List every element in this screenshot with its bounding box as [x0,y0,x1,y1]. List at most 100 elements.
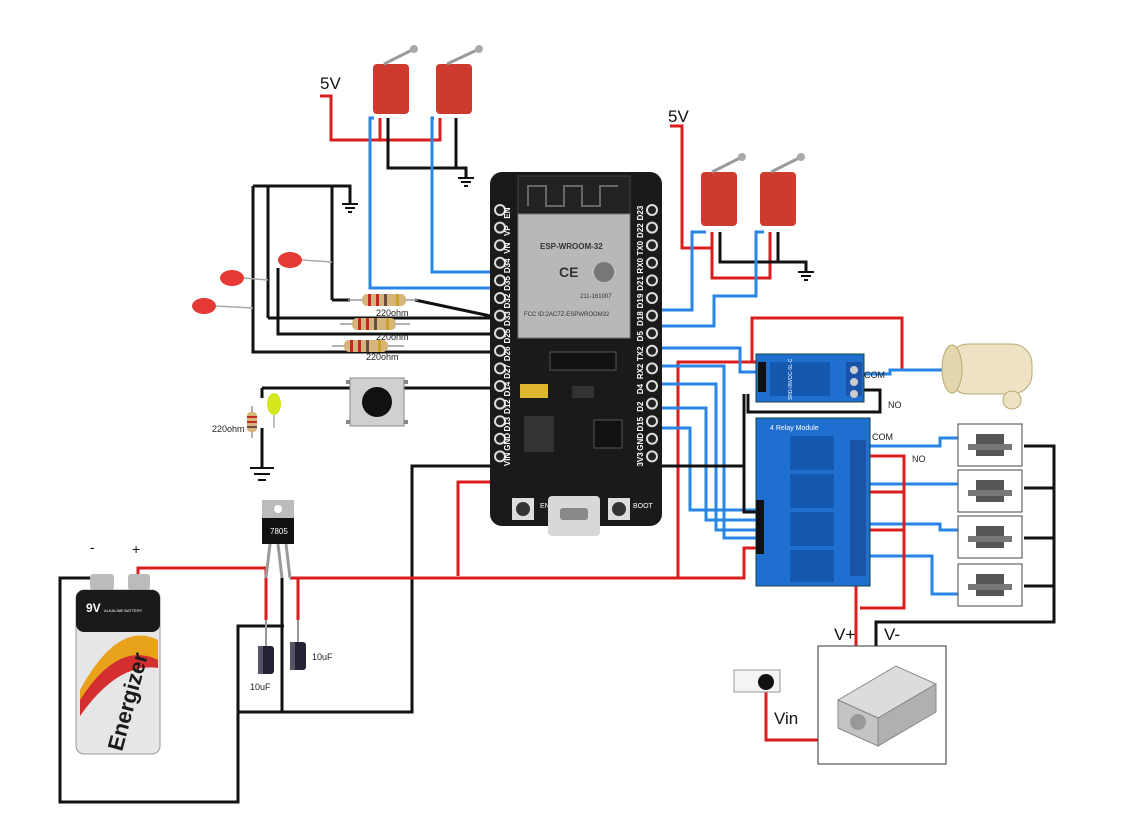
pin-label-left: GND [503,433,512,451]
limit-switch-icon [760,153,805,226]
label-220ohm-4: 220ohm [212,424,245,434]
label-com-2: COM [872,432,893,442]
resistor-icon [340,318,410,330]
pin-hole-left [494,327,506,340]
ground-icon [250,467,274,481]
pin-label-right: TX2 [636,346,645,361]
power-supply-icon [817,645,947,765]
solenoid-valve-icon [957,423,1023,467]
pin-label-right: D19 [636,293,645,308]
label-vin: Vin [774,709,798,728]
wire-gnd-right-switch [718,232,808,272]
pin-hole-left [494,380,506,392]
pin-hole-right [646,309,658,322]
label-vplus: V+ [834,625,855,644]
label-boot: BOOT [633,503,654,510]
ground-icon [458,177,474,187]
pin-label-right: D23 [636,205,645,220]
solenoid-valve-icon [957,563,1023,607]
pin-hole-left [494,274,506,287]
pin-hole-left [494,221,506,234]
pin-label-left: EN [503,207,512,218]
pin-label-left: VP [503,225,512,236]
wire-gnd-left-switch [386,118,468,178]
wire-5v-relay1 [676,360,760,578]
capacitor-icon [290,642,306,670]
wire-5v-right [670,124,714,250]
pin-hole-left [494,292,506,304]
label-en: EN [540,503,550,510]
pin-label-left: D34 [503,258,512,273]
wire-mains-vin [764,690,818,742]
pin-hole-right [646,204,658,216]
resistor-icon [247,406,257,438]
wire-r1-d32 [414,298,501,320]
wire-d2 [652,426,760,512]
wire-esp-gnd [238,464,500,714]
pin-label-left: D25 [503,328,512,343]
relay-module-title: 4 Relay Module [770,425,819,432]
pin-label-left: VIN [503,453,512,467]
pin-hole-left [494,397,506,410]
pin-hole-right [646,415,658,428]
pin-hole-left [494,239,506,252]
label-220ohm-2: 220ohm [376,332,409,342]
wire-tx2 [652,364,760,540]
pin-hole-left [494,309,506,322]
wire-pump-no [746,388,882,414]
pin-label-right: D2 [636,401,645,412]
pin-hole-right [646,380,658,392]
pin-label-left: D33 [503,311,512,326]
wire-pump-com [750,316,904,370]
pin-hole-left [494,256,506,269]
resistor-icon [348,294,418,306]
wire-relay-out-1 [866,436,962,448]
relay-module-4ch: 4 Relay Module [755,417,871,587]
pin-hole-right [646,450,658,463]
esp32-board: ESP-WROOM-32 CE 211-161007 FCC ID:2AC7Z-… [490,172,662,536]
wire-bat-pos [136,566,268,578]
ground-icon [798,271,814,281]
module-code: 211-161007 [580,294,612,300]
wire-switch-d19 [652,230,706,312]
led-red-icon [220,270,269,286]
wire-vminus [874,444,1056,648]
pin-label-left: D14 [503,381,512,396]
push-button[interactable] [346,377,408,427]
wire-5v-left-2 [380,118,442,142]
pin-label-left: D35 [503,276,512,291]
wire-pump-to-motor [860,368,950,376]
pin-hole-right [646,256,658,269]
pin-label-left: D13 [503,416,512,431]
label-5v-left: 5V [320,74,341,93]
wire-switch-d18 [652,230,764,328]
pin-label-right: D18 [636,311,645,326]
pin-label-right: D4 [636,383,645,394]
label-battery-minus: - [90,539,95,555]
pin-hole-left [494,432,506,445]
label-battery-plus: + [132,541,140,557]
pin-hole-left [494,344,506,357]
ground-icon [342,203,358,213]
label-5v-right: 5V [668,107,689,126]
label-no-2: NO [912,454,926,464]
pin-hole-left [494,204,506,216]
led-yellow-icon [267,393,281,428]
wire-5v-right-2 [710,232,772,280]
module-fcc: FCC ID:2AC7Z-ESPWROOM32 [524,312,610,318]
wire-5v-out [290,546,760,580]
label-7805: 7805 [270,527,288,536]
wire-rx2 [652,382,760,532]
pin-label-right: D21 [636,276,645,291]
pin-label-right: D15 [636,416,645,431]
wire-led-2 [276,268,500,336]
pin-hole-right [646,221,658,234]
solenoid-valve-icon [957,515,1023,559]
pin-hole-left [494,362,506,375]
resistor-icon [332,340,404,352]
pin-hole-right [646,239,658,252]
label-10uf-1: 10uF [250,682,271,692]
label-battery-sub: ALKALINE BATTERY [104,608,143,613]
limit-switch-icon [701,153,746,226]
led-red-icon [192,298,254,314]
